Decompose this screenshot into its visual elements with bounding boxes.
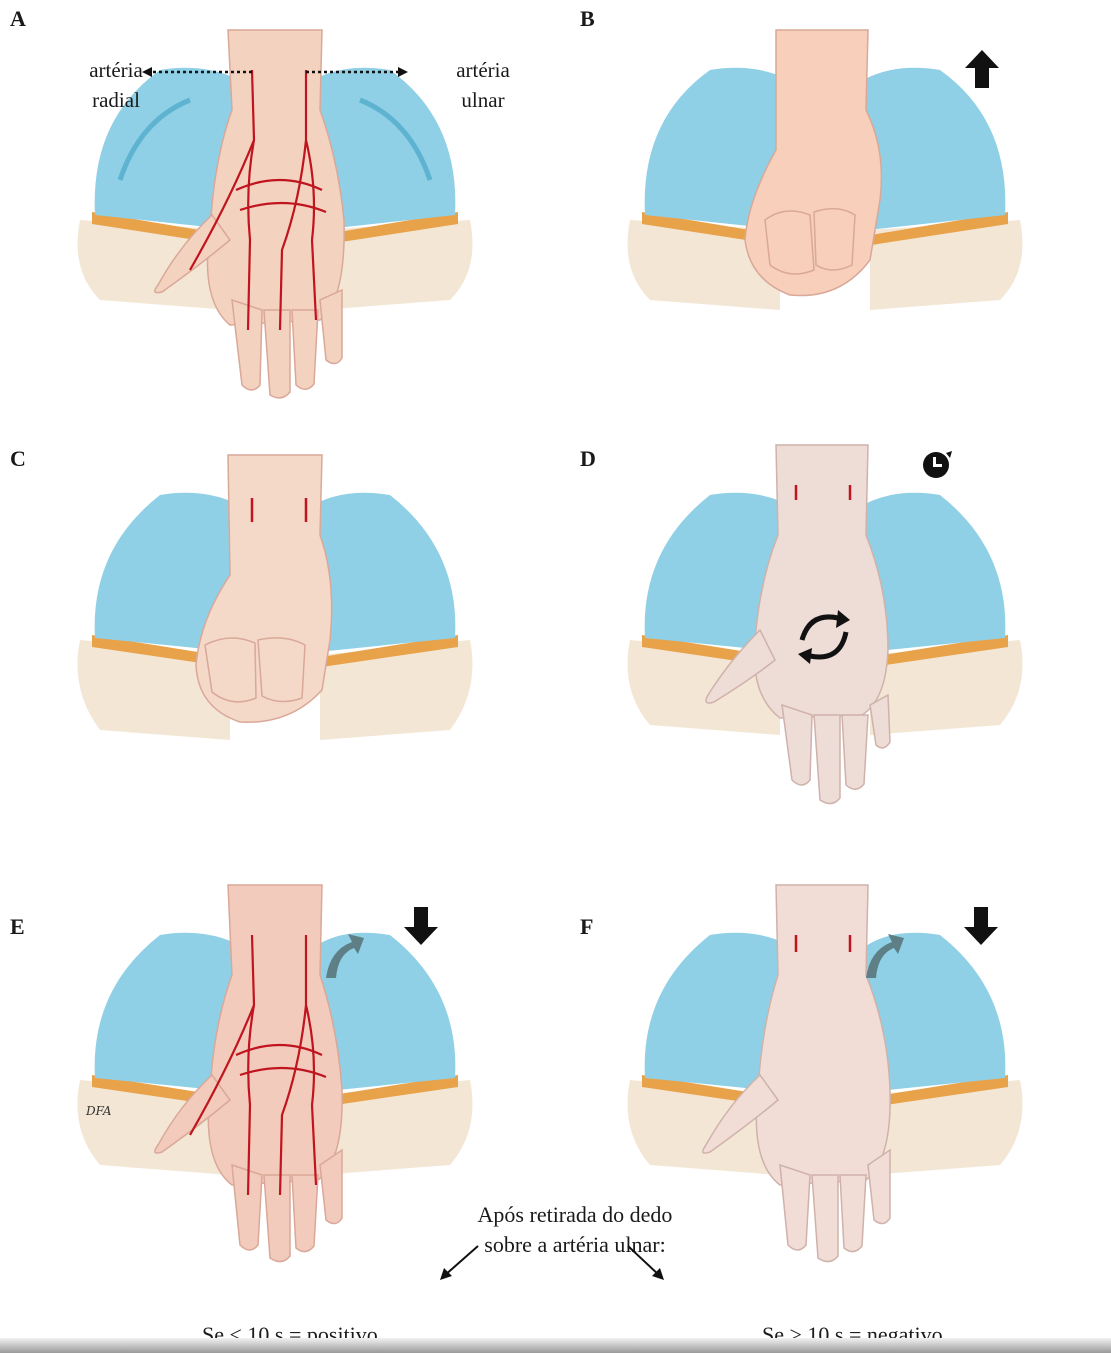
- hand-illustration-b: [570, 0, 1090, 410]
- outcome-arrows: [430, 1240, 680, 1290]
- hand-illustration-d: [570, 440, 1090, 820]
- ulnar-label-line1: artéria: [438, 55, 528, 85]
- panel-e: E DFA: [0, 880, 420, 1280]
- panel-b: B: [570, 0, 990, 400]
- panel-a: A: [0, 0, 420, 400]
- panel-c: C: [0, 440, 420, 840]
- ulnar-label-line2: ulnar: [438, 85, 528, 115]
- radial-artery-label: artéria radial: [76, 55, 156, 115]
- bottom-shadow-bar: [0, 1338, 1111, 1353]
- panel-d: D: [570, 440, 990, 840]
- timer-icon: [920, 448, 954, 482]
- caption-line1: Após retirada do dedo: [430, 1200, 720, 1230]
- radial-label-line1: artéria: [76, 55, 156, 85]
- artist-signature: DFA: [86, 1104, 112, 1118]
- arrow-down-icon: [964, 907, 998, 945]
- radial-label-line2: radial: [76, 85, 156, 115]
- arrow-up-icon: [965, 50, 999, 88]
- ulnar-artery-label: artéria ulnar: [438, 55, 528, 115]
- hand-illustration-c: [0, 440, 520, 760]
- arrow-down-icon: [404, 907, 438, 945]
